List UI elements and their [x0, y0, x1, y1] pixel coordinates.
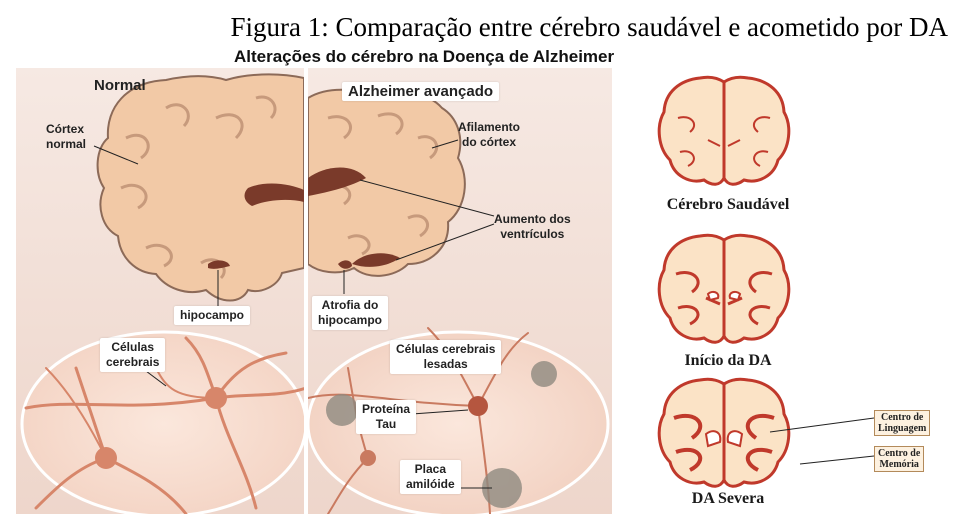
coronal-stages: Cérebro Saudável Início da DA DA Severa … [620, 68, 960, 514]
alzheimer-heading: Alzheimer avançado [342, 82, 500, 101]
memory-center-callout: Centro de Memória [874, 446, 925, 472]
language-center-callout: Centro de Linguagem [874, 410, 931, 436]
amyloid-label: Placa amilóide [400, 460, 461, 494]
healthy-coronal-brain [657, 75, 791, 186]
tau-label: Proteína Tau [356, 400, 417, 434]
hippocampus-label: hipocampo [174, 306, 251, 325]
atrophied-hippocampus [338, 260, 352, 269]
cortex-thinning-label: Afilamento do córtex [458, 120, 521, 149]
normal-hippocampus [208, 260, 230, 269]
alzheimer-brain-illustration [308, 88, 610, 514]
enlarged-lower-ventricle [352, 253, 400, 267]
alzheimer-brain-panel: Alzheimer avançado Afilamento do córtex … [308, 68, 612, 514]
illustration-title: Alterações do cérebro na Doença de Alzhe… [234, 47, 615, 66]
alzheimer-brain-gyri [327, 112, 439, 256]
normal-brain-illustration [20, 73, 304, 514]
normal-brain-gyri [120, 95, 277, 280]
normal-cortex-label: Córtex normal [46, 122, 87, 151]
early-ad-caption: Início da DA [684, 352, 772, 369]
normal-cells-label: Células cerebrais [100, 338, 166, 372]
figure-caption: Figura 1: Comparação entre cérebro saudá… [230, 12, 948, 42]
early-coronal-brain [657, 233, 791, 344]
enlarged-ventricle [308, 167, 366, 196]
hippocampus-atrophy-label: Atrofia do hipocampo [312, 296, 389, 330]
normal-heading: Normal [94, 77, 146, 94]
normal-brain-panel: Normal Córtex normal hipocampo Células c… [16, 68, 304, 514]
damaged-cells-label: Células cerebrais lesadas [390, 340, 502, 374]
coronal-stages-drawing [657, 75, 875, 488]
severe-coronal-brain [657, 377, 791, 488]
healthy-brain-caption: Cérebro Saudável [666, 196, 790, 213]
normal-ventricle [244, 183, 304, 206]
severe-ad-caption: DA Severa [691, 490, 765, 507]
ventricles-label: Aumento dos ventrículos [494, 212, 571, 241]
amyloid-plaques [326, 361, 557, 508]
